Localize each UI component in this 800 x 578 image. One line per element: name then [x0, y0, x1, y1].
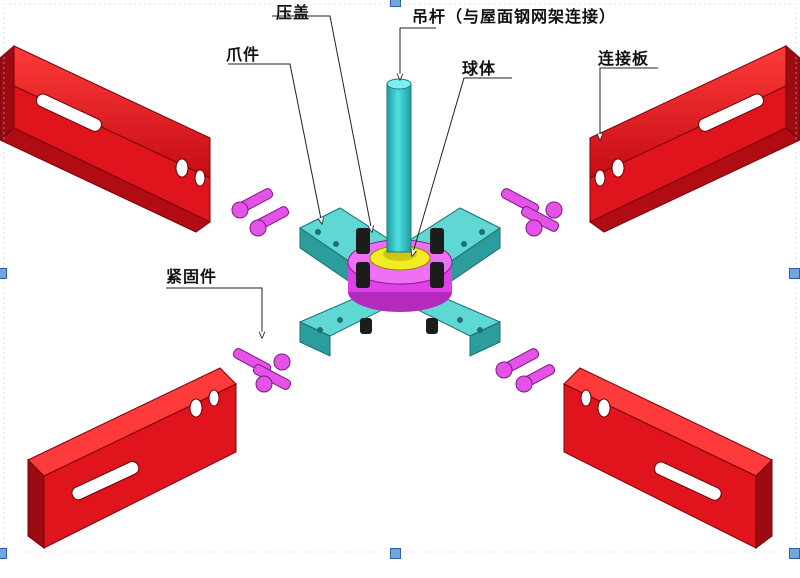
hub-bolts	[356, 228, 444, 334]
fastener-top-right	[500, 188, 563, 237]
label-pressing-cover: 压盖	[276, 3, 311, 22]
connecting-plate-top-right	[589, 44, 800, 233]
resize-handle-bottom-right[interactable]	[789, 548, 800, 559]
resize-handle-bottom-left[interactable]	[0, 548, 7, 559]
connecting-plate-bottom-left	[27, 367, 237, 549]
label-connecting-plate: 连接板	[598, 49, 650, 68]
label-claw-piece: 爪件	[226, 45, 261, 64]
label-ball-body: 球体	[462, 59, 497, 78]
resize-handle-top[interactable]	[390, 0, 401, 7]
label-hanger-rod: 吊杆（与屋面钢网架连接）	[412, 7, 617, 26]
connecting-plate-top-left	[0, 44, 211, 233]
resize-handle-left[interactable]	[0, 268, 7, 279]
leader-lines	[166, 15, 658, 338]
connecting-plate-bottom-right	[563, 367, 773, 549]
resize-handle-right[interactable]	[789, 268, 800, 279]
fastener-bottom-right	[495, 348, 556, 393]
fastener-bottom-left	[232, 348, 292, 393]
label-fastener: 紧固件	[166, 267, 218, 286]
fastener-top-left	[231, 188, 290, 237]
hanger-rod	[386, 78, 412, 253]
resize-handle-bottom[interactable]	[390, 548, 401, 559]
